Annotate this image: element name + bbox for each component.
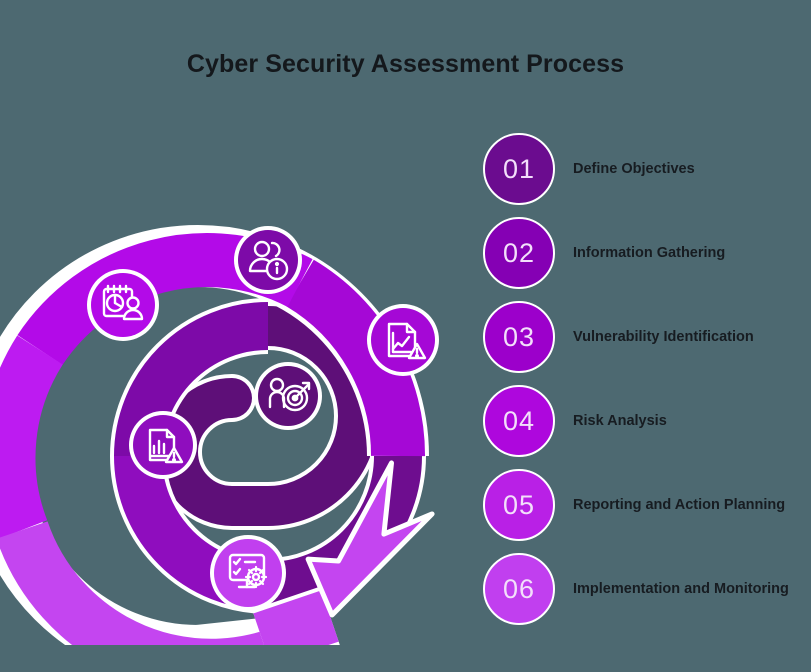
step-circle-04[interactable]: 04 (483, 385, 555, 457)
step-label-04: Risk Analysis (573, 413, 667, 429)
legend-item-02[interactable]: 02 Information Gathering (483, 215, 725, 291)
spiral-icon-define-objectives (87, 269, 159, 341)
spiral-svg (0, 224, 439, 645)
spiral-arrowhead (305, 460, 435, 618)
step-circle-05[interactable]: 05 (483, 469, 555, 541)
step-label-05: Reporting and Action Planning (573, 497, 786, 513)
legend-item-04[interactable]: 04 Risk Analysis (483, 383, 667, 459)
step-circle-06[interactable]: 06 (483, 553, 555, 625)
page-title: Cyber Security Assessment Process (186, 50, 625, 78)
people-info-icon (248, 240, 289, 281)
spiral-icon-information-gathering (234, 226, 302, 294)
step-circle-02[interactable]: 02 (483, 217, 555, 289)
spiral-diagram (0, 100, 490, 645)
step-circle-01[interactable]: 01 (483, 133, 555, 205)
legend-item-06[interactable]: 06 Implementation and Monitoring (483, 551, 789, 627)
legend-item-01[interactable]: 01 Define Objectives (483, 131, 695, 207)
spiral-icon-reporting-action-planning (254, 362, 322, 430)
spiral-icon-risk-analysis (129, 411, 197, 479)
step-number-01: 01 (502, 153, 536, 184)
step-circle-03[interactable]: 03 (483, 301, 555, 373)
step-label-02: Information Gathering (573, 245, 726, 261)
process-steps-legend: 01 Define Objectives 02 Information Gath… (483, 131, 811, 631)
calendar-pie-chart-person-icon (102, 284, 144, 321)
legend-item-03[interactable]: 03 Vulnerability Identification (483, 299, 754, 375)
spiral-icon-vulnerability-identification (367, 304, 439, 376)
spiral-icon-implementation-monitoring (210, 535, 286, 611)
step-label-06: Implementation and Monitoring (573, 581, 789, 597)
spiral-band-outer (0, 224, 429, 645)
step-number-06: 06 (502, 573, 536, 604)
step-number-05: 05 (502, 489, 536, 520)
step-label-01: Define Objectives (573, 161, 695, 177)
person-target-dart-icon (268, 377, 311, 412)
step-number-03: 03 (502, 321, 536, 352)
checklist-gear-monitor-icon (228, 553, 268, 589)
document-bar-chart-warning-icon (148, 428, 184, 464)
document-line-chart-warning-icon (387, 322, 427, 360)
step-number-02: 02 (502, 237, 536, 268)
step-label-03: Vulnerability Identification (573, 329, 754, 345)
step-number-04: 04 (502, 405, 536, 436)
legend-item-05[interactable]: 05 Reporting and Action Planning (483, 467, 785, 543)
